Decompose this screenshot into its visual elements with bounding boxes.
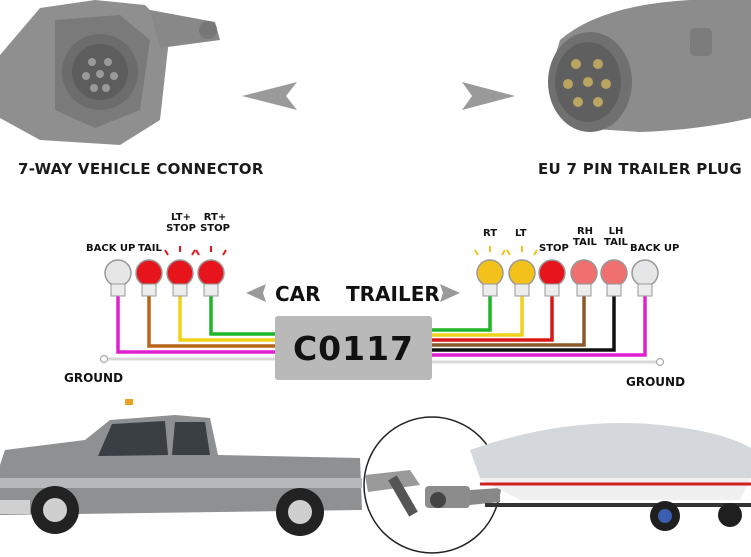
- car-bulbs: [104, 246, 227, 297]
- bulb-lt-stop-car: [164, 246, 196, 297]
- ground-label-car: GROUND: [64, 371, 124, 385]
- trailer-plug-title: EU 7 PIN TRAILER PLUG: [538, 160, 743, 178]
- model-box: C0117: [275, 316, 432, 380]
- trailer-plug-image: [548, 0, 751, 132]
- wire-backup-car: [116, 296, 275, 354]
- wire-rh-tail-trailer: [432, 296, 586, 347]
- vehicle-connector-image: [0, 0, 220, 145]
- trailer-label: TRAILER: [346, 282, 440, 306]
- boat-image: [470, 423, 751, 531]
- label-lt-stop-car: LT+ STOP: [166, 212, 196, 234]
- wire-lh-tail-trailer: [432, 296, 616, 352]
- bulb-rh-tail-trailer: [570, 259, 598, 297]
- bulb-rt-trailer: [474, 246, 506, 297]
- label-backup-trailer: BACK UP: [630, 243, 680, 254]
- wire-tail-car: [147, 296, 275, 348]
- wire-rt-stop-car: [209, 296, 275, 336]
- bulb-lt-trailer: [506, 246, 538, 297]
- bulb-stop-trailer: [538, 259, 566, 297]
- label-tail-car: TAIL: [138, 243, 162, 254]
- bulb-backup-car: [104, 259, 132, 297]
- bulb-lh-tail-trailer: [600, 259, 628, 297]
- model-number: C0117: [292, 328, 415, 368]
- bulb-rt-stop-car: [195, 246, 227, 297]
- label-lh-tail-trailer: LH TAIL: [604, 226, 628, 248]
- trailer-wires: [432, 296, 665, 367]
- trailer-arrow-icon: [440, 284, 460, 302]
- bulb-tail-car: [135, 259, 163, 297]
- wire-rt-trailer: [432, 296, 492, 332]
- bulb-backup-trailer: [631, 259, 659, 297]
- truck-image: [0, 399, 362, 536]
- car-label: CAR: [275, 282, 321, 306]
- car-wires: [99, 296, 275, 364]
- wire-backup-trailer: [432, 296, 647, 357]
- wire-stop-trailer: [432, 296, 554, 342]
- label-backup-car: BACK UP: [86, 243, 136, 254]
- arrow-left-icon: [242, 82, 297, 110]
- car-arrow-icon: [246, 284, 266, 302]
- hitch-detail-image: [363, 416, 501, 554]
- ground-label-trailer: GROUND: [626, 375, 686, 389]
- wire-lt-stop-car: [178, 296, 275, 342]
- arrow-right-icon: [462, 82, 515, 110]
- vehicle-connector-title: 7-WAY VEHICLE CONNECTOR: [18, 160, 264, 178]
- label-rt-stop-car: RT+ STOP: [200, 212, 230, 234]
- label-lt-trailer: LT: [515, 228, 527, 239]
- label-rt-trailer: RT: [483, 228, 498, 239]
- trailer-bulbs: [474, 246, 659, 297]
- label-rh-tail-trailer: RH TAIL: [573, 226, 597, 248]
- wire-lt-trailer: [432, 296, 524, 337]
- label-stop-trailer: STOP: [539, 243, 569, 254]
